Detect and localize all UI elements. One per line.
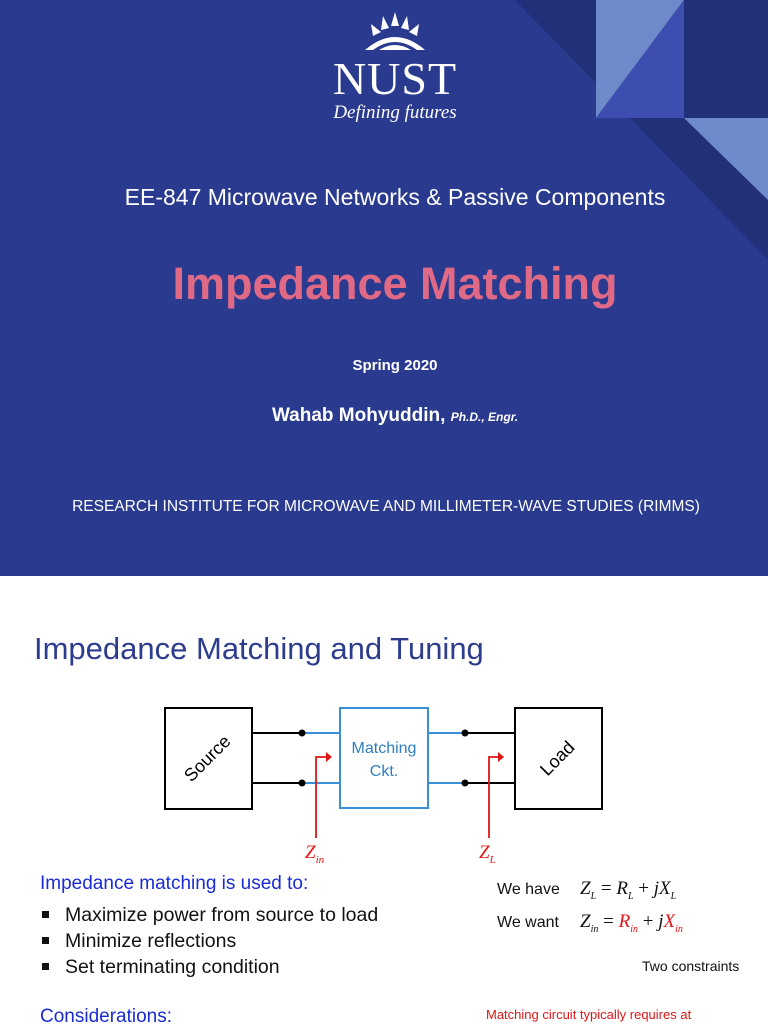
slide-heading: Impedance Matching and Tuning (34, 631, 484, 666)
source-box (164, 707, 253, 810)
author-credentials: Ph.D., Engr. (450, 410, 519, 424)
matching-note: Matching circuit typically requires at (486, 1007, 692, 1022)
node-top-right (461, 729, 469, 737)
load-box (514, 707, 603, 810)
node-top-left (298, 729, 306, 737)
zin-label: Zin (305, 842, 325, 866)
zin-arrow-icon (315, 756, 326, 838)
term-label: Spring 2020 (352, 357, 438, 374)
nust-logo: NUST Defining futures (300, 10, 490, 135)
matching-label-line1: Matching (352, 740, 417, 757)
we-have-equation: ZL = RL + jXL (580, 878, 677, 902)
zl-label: ZL (479, 842, 496, 866)
zl-arrow-icon (488, 756, 498, 838)
course-title: EE-847 Microwave Networks & Passive Comp… (124, 184, 666, 210)
title-slide: NUST Defining futures EE-847 Microwave N… (0, 0, 768, 576)
institute-name: RESEARCH INSTITUTE FOR MICROWAVE AND MIL… (72, 498, 700, 515)
deco-triangle-mid (596, 0, 684, 118)
matching-label-line2: Ckt. (370, 763, 398, 780)
author-name: Wahab Mohyuddin, (271, 405, 446, 426)
node-bot-right (461, 779, 469, 787)
logo-tagline: Defining futures (333, 102, 457, 123)
uses-heading: Impedance matching is used to: (40, 873, 309, 894)
we-want-label: We want (497, 914, 559, 931)
decorative-triangles (515, 0, 768, 260)
list-item: Set terminating condition (42, 954, 378, 980)
deco-triangle-dark (515, 0, 768, 260)
bullet-square-icon (42, 911, 49, 918)
we-want-equation: Zin = Rin + jXin (580, 911, 683, 935)
logo-name: NUST (332, 53, 458, 104)
content-slide: Impedance Matching and Tuning Source Mat… (0, 576, 768, 1024)
considerations-heading: Considerations: (40, 1006, 173, 1024)
matching-circuit-diagram: Source Matching Ckt. Load Zin ZL (164, 707, 603, 866)
node-bot-left (298, 779, 306, 787)
deco-strip-right (710, 0, 768, 118)
logo-emblem-icon (365, 12, 425, 50)
uses-list: Maximize power from source to load Minim… (42, 902, 378, 980)
matching-box (339, 707, 429, 809)
we-have-label: We have (497, 881, 560, 898)
presentation-title: Impedance Matching (172, 258, 618, 309)
constraints-label: Two constraints (642, 958, 740, 974)
bullet-square-icon (42, 963, 49, 970)
list-item: Maximize power from source to load (42, 902, 378, 928)
list-item: Minimize reflections (42, 928, 378, 954)
bullet-square-icon (42, 937, 49, 944)
author-line: Wahab Mohyuddin, Ph.D., Engr. (0, 405, 768, 427)
deco-triangle-light-right (684, 118, 768, 200)
